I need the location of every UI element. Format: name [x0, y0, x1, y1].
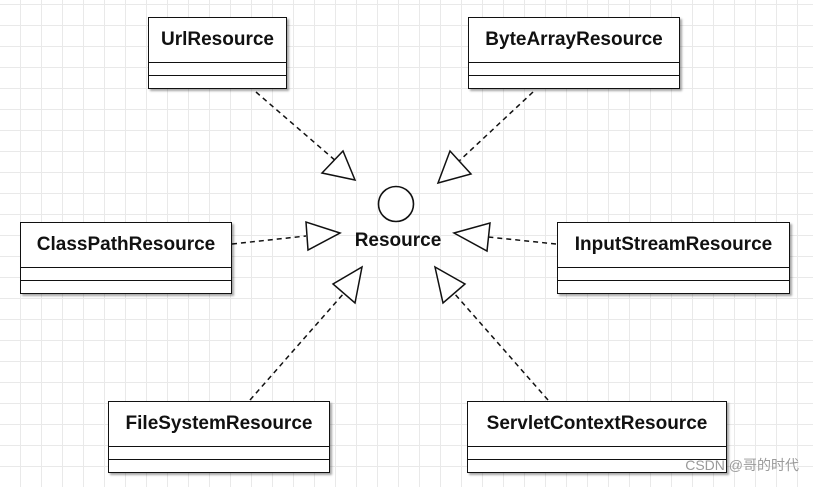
attributes-compartment	[469, 63, 679, 76]
operations-compartment	[469, 76, 679, 89]
realization-arrow-url	[255, 91, 357, 182]
attributes-compartment	[468, 447, 726, 460]
class-box-bytearray-resource[interactable]: ByteArrayResource	[468, 17, 680, 89]
class-box-filesystem-resource[interactable]: FileSystemResource	[108, 401, 330, 473]
realization-arrow-inputstream	[452, 221, 557, 253]
interface-lollipop-icon	[377, 185, 415, 223]
watermark: CSDN @哥的时代	[685, 457, 799, 473]
class-name: ByteArrayResource	[469, 18, 679, 63]
attributes-compartment	[109, 447, 329, 460]
attributes-compartment	[558, 268, 789, 281]
operations-compartment	[21, 281, 231, 294]
operations-compartment	[109, 460, 329, 473]
class-name: InputStreamResource	[558, 223, 789, 268]
class-box-classpath-resource[interactable]: ClassPathResource	[20, 222, 232, 294]
operations-compartment	[558, 281, 789, 294]
attributes-compartment	[21, 268, 231, 281]
class-name: FileSystemResource	[109, 402, 329, 447]
class-box-url-resource[interactable]: UrlResource	[148, 17, 287, 89]
operations-compartment	[149, 76, 286, 89]
interface-name: Resource	[354, 230, 442, 251]
realization-arrow-servletcontext	[433, 265, 549, 401]
class-box-servletcontext-resource[interactable]: ServletContextResource	[467, 401, 727, 473]
realization-arrow-classpath	[231, 220, 342, 252]
attributes-compartment	[149, 63, 286, 76]
class-box-inputstream-resource[interactable]: InputStreamResource	[557, 222, 790, 294]
class-name: ServletContextResource	[468, 402, 726, 447]
realization-arrow-bytearray	[436, 91, 534, 185]
realization-arrow-filesystem	[249, 265, 364, 401]
class-name: UrlResource	[149, 18, 286, 63]
class-name: ClassPathResource	[21, 223, 231, 268]
